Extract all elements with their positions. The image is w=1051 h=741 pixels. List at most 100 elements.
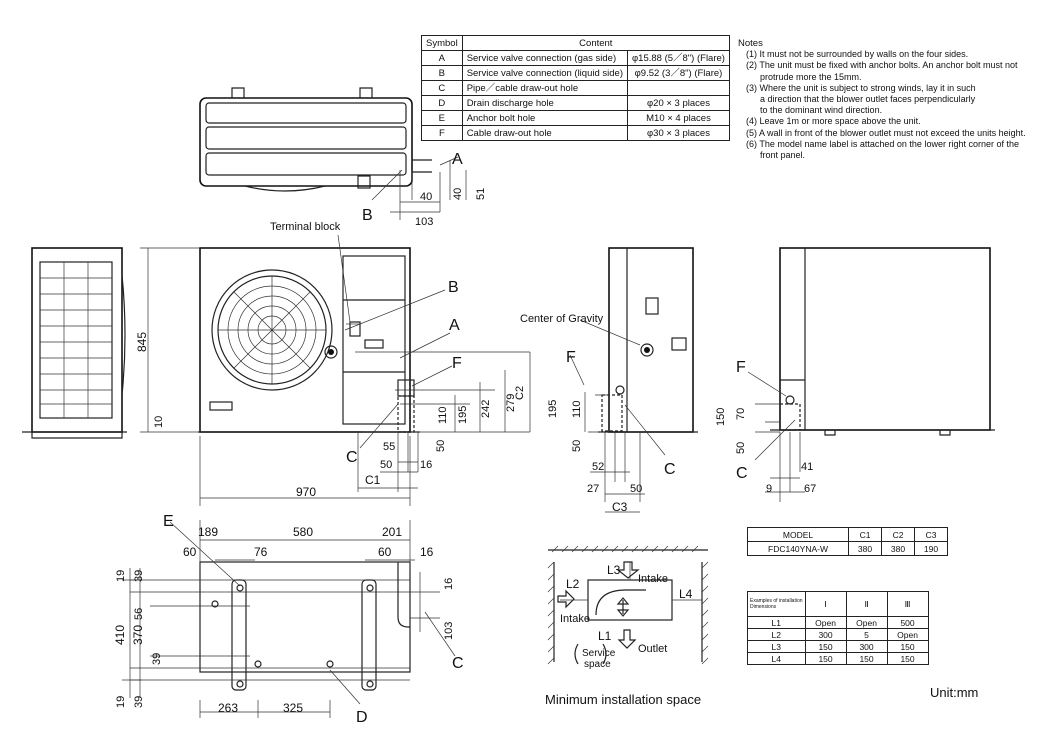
dim-195: 195	[457, 406, 469, 424]
value-cell: Open	[804, 616, 847, 629]
symbol-cell: E	[421, 110, 463, 126]
label-l2: L2	[566, 577, 580, 591]
header-example-3: Ⅲ	[886, 591, 929, 617]
rear-dim-41: 41	[801, 461, 813, 473]
top-dim-40b: 40	[452, 188, 464, 200]
top-dim-40: 40	[420, 191, 432, 203]
bottom-label-e: E	[163, 513, 174, 530]
value-cell: 500	[886, 616, 929, 629]
dim-279: 279	[505, 394, 517, 412]
header-example-2: Ⅱ	[845, 591, 888, 617]
installation-space-table: Examples of installation Dimensions Ⅰ Ⅱ …	[747, 591, 929, 665]
bottom-dim-201: 201	[382, 525, 402, 539]
space-table-header: Examples of installation Dimensions Ⅰ Ⅱ …	[747, 591, 929, 617]
front-view: Terminal block B A F C 845 10 110 195 24…	[135, 221, 531, 506]
model-table-header: MODEL C1 C2 C3	[747, 527, 948, 542]
bottom-label-d: D	[356, 709, 368, 726]
label-intake-left: Intake	[560, 613, 590, 625]
front-label-b: B	[448, 279, 459, 296]
rear-dim-150: 150	[715, 408, 727, 426]
dim-242: 242	[480, 400, 492, 418]
value-cell: 150	[804, 640, 847, 653]
side-dim-27: 27	[587, 483, 599, 495]
notes-title: Notes	[738, 38, 763, 49]
bottom-dim-39c: 39	[133, 696, 145, 708]
bottom-label-c: C	[452, 655, 464, 672]
label-intake-top: Intake	[638, 573, 668, 585]
center-of-gravity-label: Center of Gravity	[520, 313, 604, 325]
spec-cell: φ9.52 (3／8") (Flare)	[627, 65, 730, 81]
dim-cell: L2	[747, 628, 806, 641]
rear-dim-67: 67	[804, 483, 816, 495]
side-dim-52: 52	[592, 461, 604, 473]
header-model: MODEL	[747, 527, 849, 542]
spec-cell: φ30 × 3 places	[627, 125, 730, 141]
note-item: front panel.	[760, 150, 806, 161]
value-cell: 150	[886, 640, 929, 653]
table-row: F Cable draw-out hole φ30 × 3 places	[421, 125, 730, 141]
table-row: D Drain discharge hole φ20 × 3 places	[421, 95, 730, 111]
content-cell: Pipe／cable draw-out hole	[461, 80, 629, 96]
front-label-c: C	[346, 449, 358, 466]
label-outlet: Outlet	[638, 643, 667, 655]
header-content: Content	[461, 35, 730, 51]
c1-cell: 380	[848, 541, 882, 556]
label-l4: L4	[679, 587, 693, 601]
header-c2: C2	[881, 527, 915, 542]
bottom-dim-580: 580	[293, 525, 313, 539]
value-cell: Open	[886, 628, 929, 641]
table-row: L2 300 5 Open	[747, 628, 929, 641]
bottom-dim-39b: 39	[151, 653, 163, 665]
unit-label: Unit:mm	[930, 685, 979, 700]
dim-845: 845	[135, 332, 149, 352]
left-side-view	[22, 247, 127, 439]
front-label-a: A	[449, 317, 460, 334]
content-cell: Drain discharge hole	[461, 95, 629, 111]
label-service: Service	[582, 648, 616, 659]
table-row: L3 150 300 150	[747, 640, 929, 653]
bottom-dim-103: 103	[443, 622, 455, 640]
rear-dim-9: 9	[766, 483, 772, 495]
bottom-dim-16: 16	[420, 545, 434, 559]
dim-c1: C1	[365, 473, 381, 487]
symbol-cell: B	[421, 65, 463, 81]
content-cell: Service valve connection (liquid side)	[461, 65, 629, 81]
spec-cell: M10 × 4 places	[627, 110, 730, 126]
rear-view: F C 150 70 50 41 9 67	[715, 247, 995, 502]
label-space: space	[584, 659, 611, 670]
table-row: C Pipe／cable draw-out hole	[421, 80, 730, 96]
side-dim-50b: 50	[630, 483, 642, 495]
top-view: A B 40 40 51 103	[199, 87, 487, 228]
table-row: E Anchor bolt hole M10 × 4 places	[421, 110, 730, 126]
dim-10: 10	[153, 416, 165, 428]
header-c1: C1	[848, 527, 882, 542]
terminal-block-label: Terminal block	[270, 221, 341, 233]
top-label-b: B	[362, 207, 373, 224]
note-item: (6) The model name label is attached on …	[746, 138, 1019, 149]
bottom-dim-39: 39	[133, 570, 145, 582]
spec-cell: φ20 × 3 places	[627, 95, 730, 111]
dim-cell: L3	[747, 640, 806, 653]
side-dim-c3: C3	[612, 500, 628, 514]
symbol-table-header: Symbol Content	[421, 35, 730, 51]
table-row: A Service valve connection (gas side) φ1…	[421, 50, 730, 66]
side-dim-110: 110	[571, 400, 583, 418]
table-row: L4 150 150 150	[747, 652, 929, 665]
rear-label-f: F	[736, 359, 746, 376]
notes-list: (1) It must not be surrounded by walls o…	[738, 49, 1048, 161]
symbol-table: Symbol Content A Service valve connectio…	[421, 35, 730, 141]
bottom-dim-60: 60	[183, 545, 197, 559]
note-item: (2) The unit must be fixed with anchor b…	[746, 60, 1018, 71]
note-item: to the dominant wind direction.	[760, 105, 883, 116]
dim-50-vert: 50	[435, 440, 447, 452]
value-cell: 150	[886, 652, 929, 665]
installation-space-diagram: L3 Intake L2 Intake L4 L1 Outlet Service…	[547, 545, 709, 670]
c3-cell: 190	[914, 541, 948, 556]
spec-cell: φ15.88 (5／8") (Flare)	[627, 50, 730, 66]
model-table: MODEL C1 C2 C3 FDC140YNA-W 380 380 190	[747, 527, 948, 556]
top-dim-103: 103	[415, 216, 433, 228]
value-cell: 300	[804, 628, 847, 641]
corner-bottom-label: Dimensions	[750, 604, 777, 610]
bottom-dim-325: 325	[283, 701, 303, 715]
